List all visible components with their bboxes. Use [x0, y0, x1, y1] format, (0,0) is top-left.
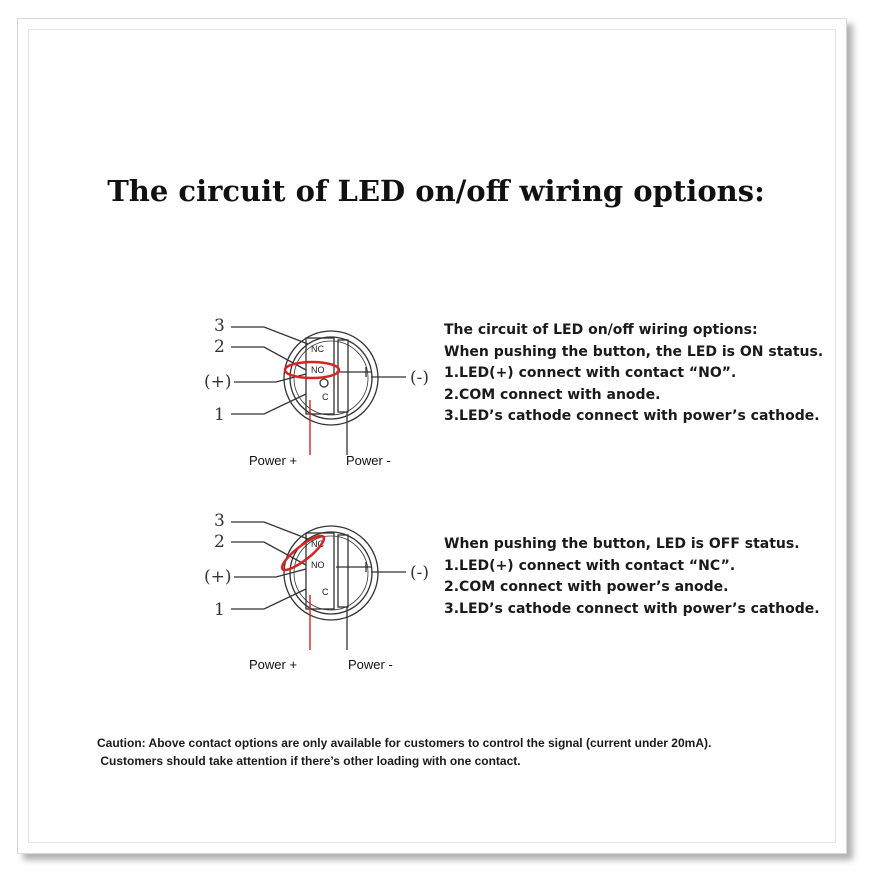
- wiring-diagram-led-off: NC NO C 3 2 (+) 1 (-) Power + Power -: [196, 505, 446, 685]
- leader-line-plus: [234, 568, 307, 578]
- led-terminal: [337, 339, 349, 413]
- pin-3-label: 3: [214, 316, 225, 336]
- contact-nc-label: NC: [311, 539, 324, 549]
- power-plus-label: Power +: [249, 453, 298, 468]
- desc-line: 2.COM connect with power’s anode.: [444, 579, 729, 595]
- leader-line-2: [231, 346, 307, 371]
- leader-line-3: [231, 326, 309, 345]
- leader-line-3: [231, 521, 309, 540]
- led-terminal: [337, 534, 349, 608]
- contact-block: [305, 532, 335, 610]
- pin-2-label: 2: [214, 532, 225, 552]
- power-minus-label: Power -: [348, 657, 393, 672]
- leader-line-1: [231, 588, 307, 610]
- desc-line: 3.LED’s cathode connect with power’s cat…: [444, 408, 820, 424]
- inner-border: [28, 29, 836, 843]
- switch-core-ring: [293, 535, 369, 611]
- image-frame: [17, 18, 847, 854]
- pin-minus-label: (-): [410, 563, 430, 583]
- switch-outer-ring: [283, 330, 379, 426]
- switch-diagram-svg: NC NO C: [231, 326, 406, 455]
- page-title: The circuit of LED on/off wiring options…: [107, 174, 765, 208]
- pin-plus-label: (+): [204, 567, 232, 587]
- highlight-nc-contact: [280, 534, 326, 572]
- desc-line: 1.LED(+) connect with contact “NO”.: [444, 365, 737, 381]
- contact-no-label: NO: [311, 365, 325, 375]
- wiring-diagram-led-on: NC NO C 3 2 (+) 1 (-) Power + Power -: [196, 310, 446, 490]
- leader-line-1: [231, 393, 307, 415]
- power-minus-label: Power -: [346, 453, 391, 468]
- leader-line-2: [231, 541, 307, 566]
- power-plus-label: Power +: [249, 657, 298, 672]
- desc-line: 2.COM connect with anode.: [444, 386, 661, 403]
- contact-dot: [319, 378, 329, 388]
- highlight-no-contact: [283, 360, 341, 380]
- desc-line: The circuit of LED on/off wiring options…: [444, 322, 758, 338]
- caution-line: Caution: Above contact options are only …: [97, 736, 712, 750]
- pin-3-label: 3: [214, 511, 225, 531]
- desc-line: 3.LED’s cathode connect with power’s cat…: [444, 600, 820, 617]
- caution-line: Customers should take attention if there…: [97, 754, 521, 768]
- desc-line: When pushing the button, LED is OFF stat…: [444, 536, 800, 552]
- desc-line: 1.LED(+) connect with contact “NC”.: [444, 557, 736, 574]
- caution-note: Caution: Above contact options are only …: [97, 734, 711, 770]
- switch-outer-ring: [283, 525, 379, 621]
- switch-diagram-svg: NC NO C: [231, 521, 406, 650]
- contact-block: [305, 337, 335, 415]
- desc-line: When pushing the button, the LED is ON s…: [444, 343, 824, 360]
- contact-c-label: C: [322, 587, 329, 597]
- switch-core-ring: [293, 340, 369, 416]
- pin-2-label: 2: [214, 337, 225, 357]
- contact-nc-label: NC: [311, 344, 324, 354]
- pin-plus-label: (+): [204, 372, 232, 392]
- pin-minus-label: (-): [410, 368, 430, 388]
- led-off-description: When pushing the button, LED is OFF stat…: [444, 534, 820, 620]
- contact-c-label: C: [322, 392, 329, 402]
- pin-1-label: 1: [214, 405, 225, 425]
- contact-no-label: NO: [311, 560, 325, 570]
- pin-1-label: 1: [214, 600, 225, 620]
- led-on-description: The circuit of LED on/off wiring options…: [444, 320, 823, 428]
